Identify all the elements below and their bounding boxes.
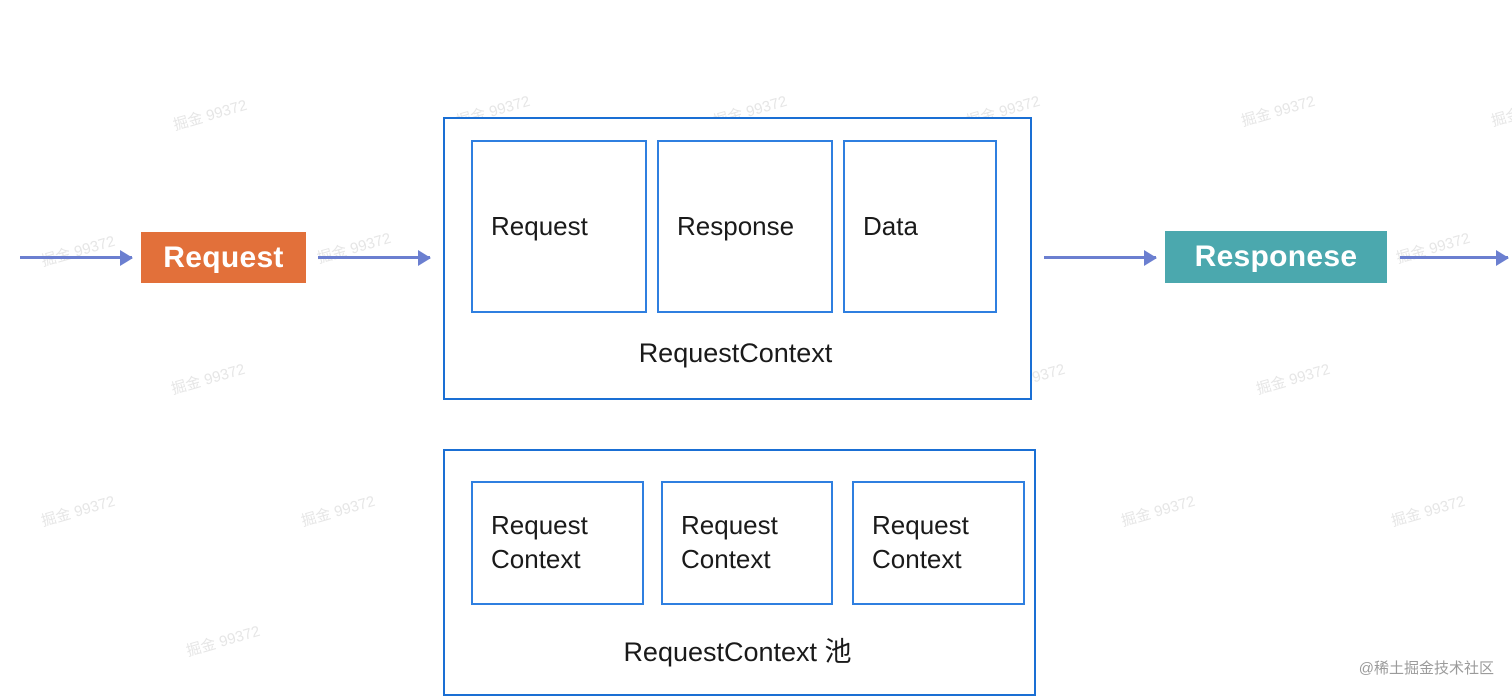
watermark: 掘金 99372 [299, 492, 378, 531]
request-context-caption: RequestContext [638, 338, 833, 368]
watermark: 掘金 99372 [169, 360, 248, 399]
box-label: Request [491, 210, 588, 241]
watermark: 掘金 99372 [315, 229, 394, 268]
response-pill[interactable]: Responese [1165, 231, 1387, 283]
arrow-into-request [20, 256, 132, 259]
box-label: Request Context [872, 510, 969, 574]
pool-box-request-context-1[interactable]: Request Context [471, 481, 644, 605]
watermark: 掘金 99372 [1239, 92, 1318, 131]
request-context-pool-caption: RequestContext 池 [623, 637, 852, 667]
box-label: Data [863, 210, 918, 241]
watermark: 掘金 99372 [1389, 492, 1468, 531]
box-label: Response [677, 210, 795, 241]
pool-box-request-context-3[interactable]: Request Context [852, 481, 1025, 605]
request-pill[interactable]: Request [141, 232, 306, 283]
arrow-request-to-context [318, 256, 430, 259]
request-context-box-request[interactable]: Request [471, 140, 647, 313]
footer-credit: @稀土掘金技术社区 [1358, 660, 1494, 677]
box-label: Request Context [491, 510, 588, 574]
watermark: 掘金 99372 [171, 96, 250, 135]
watermark: 掘金 99372 [1394, 229, 1473, 268]
watermark: 掘金 99372 [184, 622, 263, 661]
pool-box-request-context-2[interactable]: Request Context [661, 481, 833, 605]
watermark: 掘金 99372 [1489, 93, 1512, 131]
watermark: 掘金 99372 [1119, 492, 1198, 531]
request-context-box-response[interactable]: Response [657, 140, 833, 313]
box-label: Request Context [681, 510, 778, 574]
watermark: 掘金 99372 [1254, 360, 1333, 399]
arrow-context-to-response [1044, 256, 1156, 259]
arrow-out-of-response [1400, 256, 1508, 259]
watermark: 掘金 99372 [39, 492, 118, 531]
watermark: 掘金 99372 [39, 232, 118, 271]
request-context-box-data[interactable]: Data [843, 140, 997, 313]
